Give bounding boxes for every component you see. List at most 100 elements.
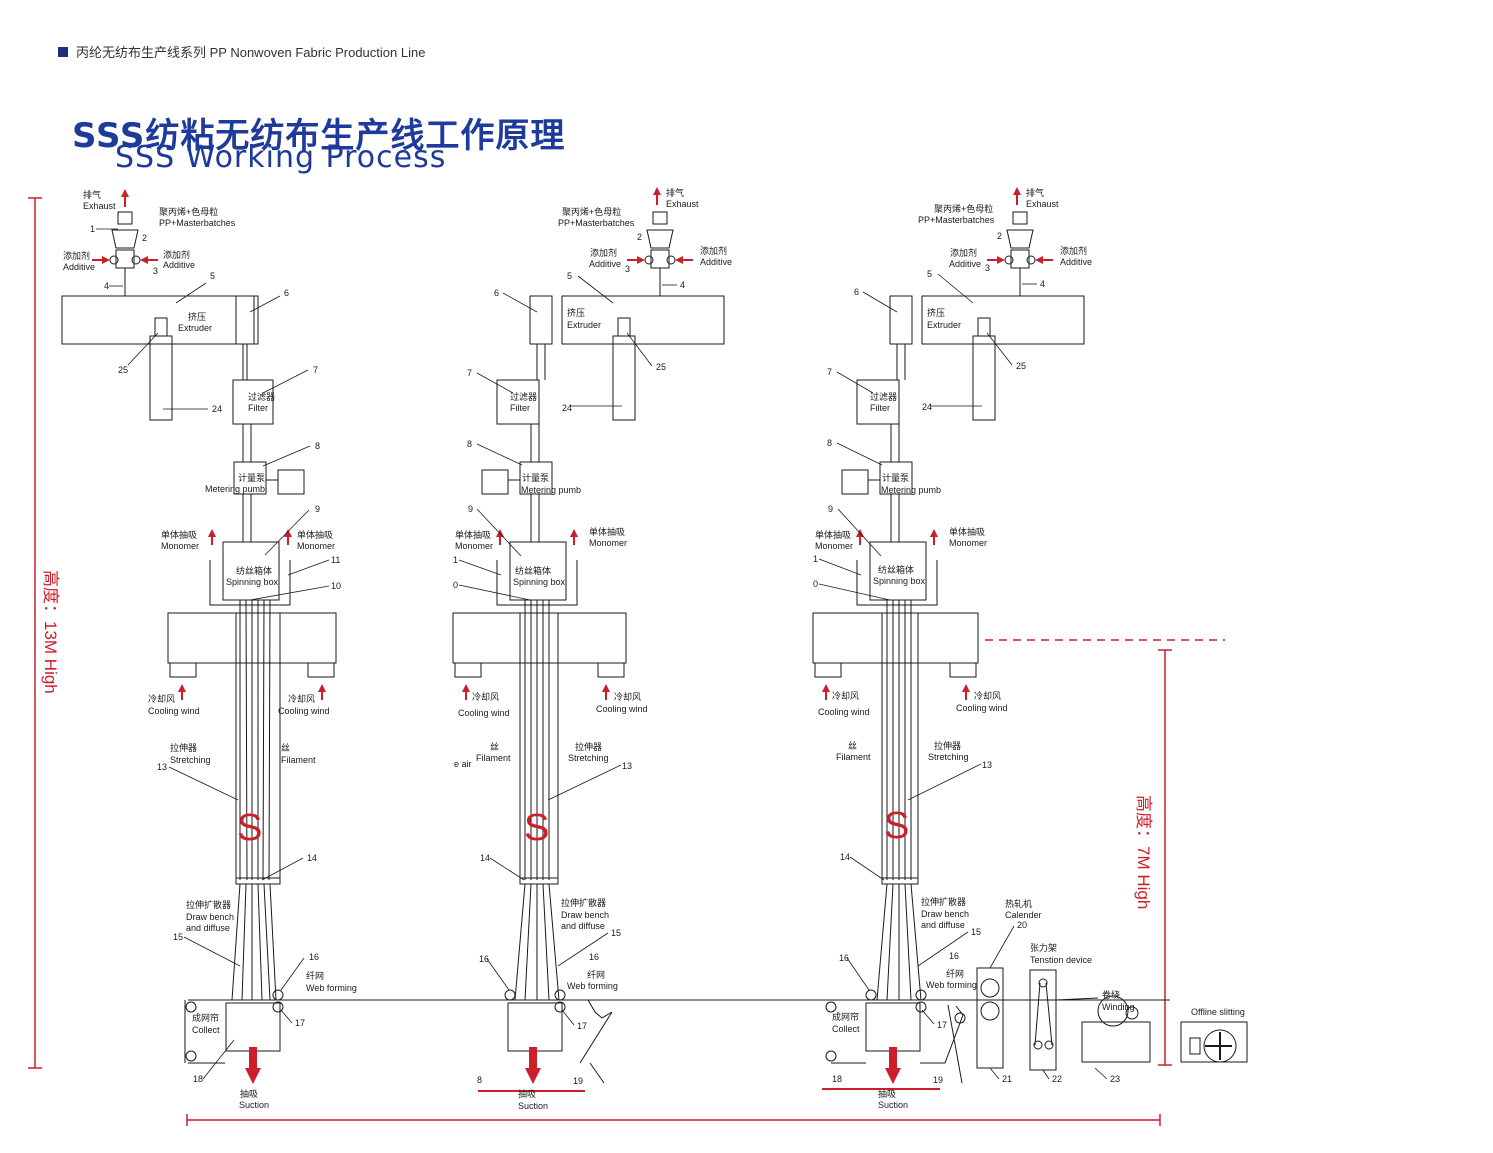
svg-text:计量泵: 计量泵 xyxy=(238,472,265,483)
svg-text:8: 8 xyxy=(315,441,320,451)
svg-text:冷却风: 冷却风 xyxy=(832,690,859,701)
unit-3-arrows xyxy=(822,187,1053,1090)
svg-text:过滤器: 过滤器 xyxy=(510,391,537,402)
svg-text:Offline slitting: Offline slitting xyxy=(1191,1007,1245,1017)
header-text: 丙纶无纺布生产线系列 PP Nonwoven Fabric Production… xyxy=(76,45,426,60)
svg-text:20: 20 xyxy=(1017,920,1027,930)
svg-text:17: 17 xyxy=(295,1018,305,1028)
svg-text:单体抽吸: 单体抽吸 xyxy=(815,529,851,540)
svg-text:过滤器: 过滤器 xyxy=(870,391,897,402)
svg-text:Web forming: Web forming xyxy=(567,981,618,991)
svg-text:4: 4 xyxy=(680,280,685,290)
svg-text:16: 16 xyxy=(839,953,849,963)
svg-text:5: 5 xyxy=(210,271,215,281)
height-13m-label: 高度：13M High xyxy=(41,570,60,694)
svg-text:0: 0 xyxy=(453,580,458,590)
svg-text:拉伸器: 拉伸器 xyxy=(934,740,961,751)
svg-text:Draw bench: Draw bench xyxy=(561,910,609,920)
unit-1-s-label: S xyxy=(237,807,262,849)
svg-text:Monomer: Monomer xyxy=(589,538,627,548)
svg-text:成网帘: 成网帘 xyxy=(192,1012,219,1023)
svg-text:18: 18 xyxy=(832,1074,842,1084)
svg-text:Suction: Suction xyxy=(518,1101,548,1111)
svg-text:15: 15 xyxy=(611,928,621,938)
svg-text:排气: 排气 xyxy=(666,187,684,198)
svg-text:Exhaust: Exhaust xyxy=(666,199,699,209)
svg-text:21: 21 xyxy=(1002,1074,1012,1084)
svg-text:5: 5 xyxy=(567,271,572,281)
svg-text:5: 5 xyxy=(927,269,932,279)
svg-text:成网帘: 成网帘 xyxy=(832,1011,859,1022)
svg-text:6: 6 xyxy=(854,287,859,297)
svg-text:添加剂: 添加剂 xyxy=(590,247,617,258)
svg-text:排气: 排气 xyxy=(1026,187,1044,198)
svg-text:计量泵: 计量泵 xyxy=(882,472,909,483)
unit-3-suction-bar xyxy=(889,1047,897,1069)
svg-text:24: 24 xyxy=(562,403,572,413)
svg-text:2: 2 xyxy=(637,232,642,242)
svg-text:e air: e air xyxy=(454,759,472,769)
svg-text:Extruder: Extruder xyxy=(178,323,212,333)
svg-text:过滤器: 过滤器 xyxy=(248,391,275,402)
svg-text:Exhaust: Exhaust xyxy=(1026,199,1059,209)
svg-text:3: 3 xyxy=(985,263,990,273)
svg-text:Collect: Collect xyxy=(192,1025,220,1035)
svg-text:添加剂: 添加剂 xyxy=(63,250,90,261)
height-7m-label: 高度：7M High xyxy=(1134,795,1153,909)
svg-text:15: 15 xyxy=(173,932,183,942)
svg-text:纤网: 纤网 xyxy=(587,969,605,980)
svg-text:7: 7 xyxy=(467,368,472,378)
height-7m-marker: 高度：7M High xyxy=(985,639,1225,1066)
svg-text:Cooling wind: Cooling wind xyxy=(148,706,200,716)
svg-text:纺丝箱体: 纺丝箱体 xyxy=(878,564,914,575)
bottom-baseline xyxy=(186,1114,1161,1126)
svg-text:3: 3 xyxy=(153,266,158,276)
svg-text:Draw bench: Draw bench xyxy=(921,909,969,919)
svg-text:1: 1 xyxy=(813,554,818,564)
svg-text:11: 11 xyxy=(331,555,340,565)
svg-text:丝: 丝 xyxy=(490,741,499,752)
svg-text:18: 18 xyxy=(193,1074,203,1084)
svg-text:拉伸器: 拉伸器 xyxy=(170,742,197,753)
unit-1-suction-bar xyxy=(249,1047,257,1069)
svg-text:19: 19 xyxy=(933,1075,943,1085)
svg-text:6: 6 xyxy=(284,288,289,298)
svg-text:14: 14 xyxy=(307,853,317,863)
svg-text:计量泵: 计量泵 xyxy=(522,472,549,483)
svg-text:1: 1 xyxy=(453,555,458,565)
unit-1-arrows xyxy=(92,189,326,700)
svg-text:纺丝箱体: 纺丝箱体 xyxy=(515,565,551,576)
svg-text:Stretching: Stretching xyxy=(568,753,609,763)
svg-text:Filament: Filament xyxy=(281,755,316,765)
svg-text:3: 3 xyxy=(625,264,630,274)
svg-text:抽吸: 抽吸 xyxy=(878,1088,896,1099)
svg-text:25: 25 xyxy=(1016,361,1026,371)
collecting-belt xyxy=(184,999,1170,1064)
svg-text:单体抽吸: 单体抽吸 xyxy=(589,526,625,537)
svg-text:Collect: Collect xyxy=(832,1024,860,1034)
svg-text:Calender: Calender xyxy=(1005,910,1042,920)
svg-text:Suction: Suction xyxy=(239,1100,269,1110)
svg-text:Web forming: Web forming xyxy=(926,980,977,990)
svg-text:Extruder: Extruder xyxy=(927,320,961,330)
svg-text:Additive: Additive xyxy=(700,257,732,267)
svg-text:17: 17 xyxy=(577,1021,587,1031)
svg-text:10: 10 xyxy=(331,581,341,591)
svg-text:4: 4 xyxy=(1040,279,1045,289)
svg-text:2: 2 xyxy=(997,231,1002,241)
svg-text:冷却风: 冷却风 xyxy=(974,690,1001,701)
svg-text:拉伸器: 拉伸器 xyxy=(575,741,602,752)
svg-text:13: 13 xyxy=(982,760,992,770)
svg-text:and diffuse: and diffuse xyxy=(921,920,965,930)
svg-text:13: 13 xyxy=(157,762,167,772)
svg-text:4: 4 xyxy=(104,281,109,291)
svg-text:Exhaust: Exhaust xyxy=(83,201,116,211)
svg-text:Monomer: Monomer xyxy=(161,541,199,551)
unit-1-labels: 排气 Exhaust 聚丙烯+色母粒 PP+Masterbatches 添加剂 … xyxy=(63,189,357,1110)
svg-text:Monomer: Monomer xyxy=(815,541,853,551)
svg-text:Stretching: Stretching xyxy=(170,755,211,765)
unit-1 xyxy=(61,211,337,1052)
unit-1-suction-arrow-icon xyxy=(245,1068,261,1084)
svg-text:纤网: 纤网 xyxy=(946,968,964,979)
unit-2-labels: 排气 Exhaust 聚丙烯+色母粒 PP+Masterbatches 添加剂 … xyxy=(453,187,732,1111)
